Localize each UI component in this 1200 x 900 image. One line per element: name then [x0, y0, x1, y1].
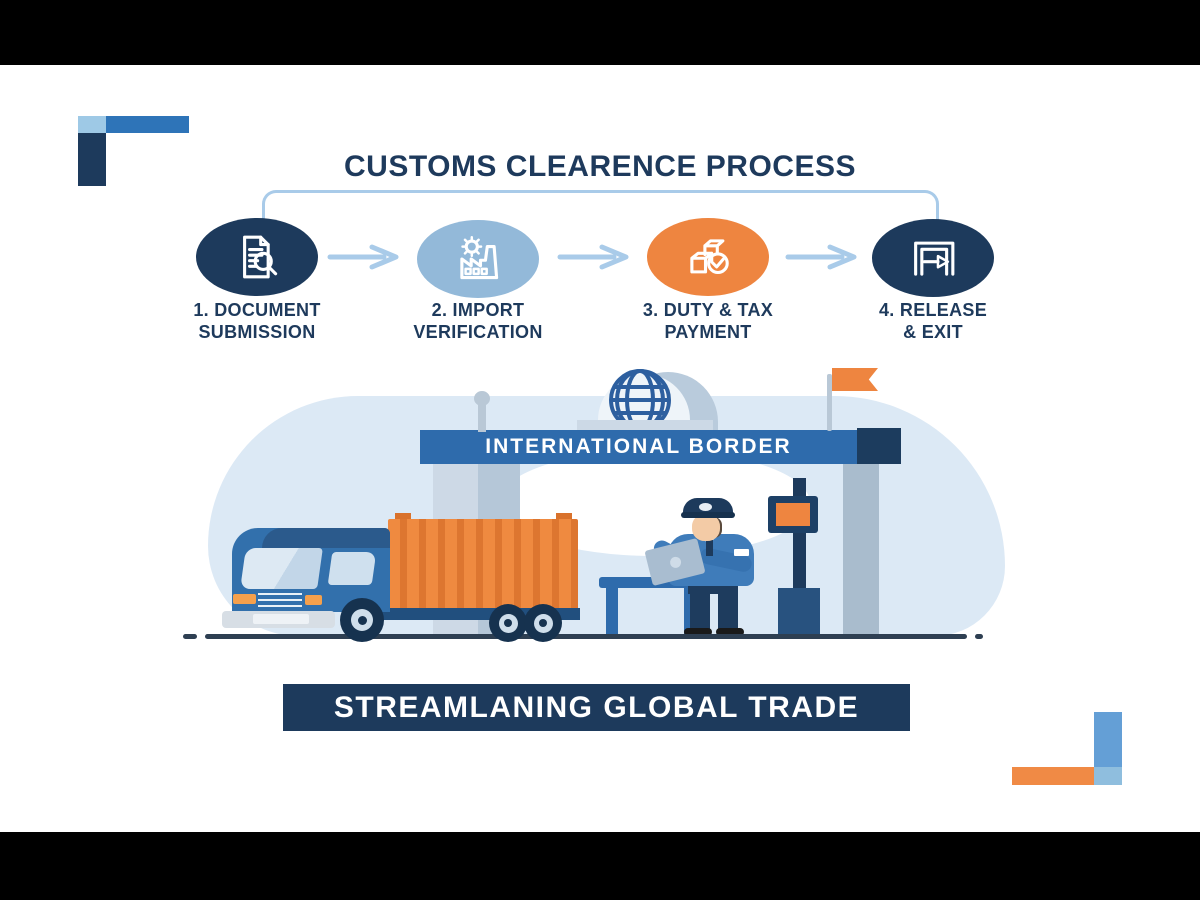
- step-circle-document-submission: [196, 218, 318, 296]
- step-label-duty-tax-payment: 3. DUTY & TAX PAYMENT: [608, 300, 808, 343]
- truck-cab-roof: [262, 528, 390, 548]
- step4-label-line1: 4. RELEASE: [878, 300, 988, 320]
- container-corner-left: [395, 513, 411, 520]
- truck-license-plate: [253, 614, 309, 624]
- footer-banner: STREAMLANING GLOBAL TRADE: [283, 684, 910, 731]
- letterbox-bottom: [0, 832, 1200, 900]
- step3-label-line2: PAYMENT: [664, 321, 752, 342]
- border-banner: INTERNATIONAL BORDER: [420, 430, 857, 464]
- truck-wheel-front: [340, 598, 384, 642]
- ground-line: [205, 634, 967, 639]
- page-title: CUSTOMS CLEARENCE PROCESS: [343, 150, 856, 183]
- arrow-step2-step3-icon: [557, 244, 629, 270]
- step1-label-line2: SUBMISSION: [198, 321, 316, 342]
- corner-decor-bottomright-orange: [1012, 767, 1095, 785]
- step2-label-line2: VERIFICATION: [413, 321, 543, 342]
- step-label-document-submission: 1. DOCUMENT SUBMISSION: [157, 300, 357, 343]
- gate-finial-pole: [478, 404, 486, 432]
- corner-decor-topleft-bar: [106, 116, 189, 133]
- parcels-check-icon: [690, 239, 729, 275]
- officer-cap-badge: [699, 503, 712, 511]
- process-bracket-connector: [262, 190, 939, 220]
- arrow-step1-step2-icon: [327, 244, 399, 270]
- truck-grille: [258, 593, 302, 607]
- step-circle-duty-tax-payment: [647, 218, 769, 296]
- truck-wheel-rear2: [524, 604, 562, 642]
- ground-dash-left: [183, 634, 197, 639]
- cargo-container: [388, 519, 578, 611]
- laptop-logo: [668, 555, 682, 569]
- officer-shoe-right: [716, 628, 744, 636]
- flag-pole: [827, 374, 832, 431]
- exit-gate-arrow-icon: [914, 241, 955, 276]
- step4-label-line2: & EXIT: [903, 321, 963, 342]
- step-label-import-verification: 2. IMPORT VERIFICATION: [378, 300, 578, 343]
- officer-leg-left: [690, 584, 710, 630]
- step2-label-line1: 2. IMPORT: [431, 300, 525, 320]
- document-search-icon: [243, 235, 278, 279]
- officer-cap-brim: [681, 512, 735, 518]
- officer-chest-badge: [734, 549, 749, 556]
- truck-wheel-rear1: [489, 604, 527, 642]
- corner-decor-bottomright-overlap: [1094, 767, 1122, 785]
- truck-headlight-left: [233, 594, 256, 604]
- corner-decor-topleft-dark: [78, 133, 106, 186]
- signpost-screen: [776, 503, 810, 526]
- letterbox-top: [0, 0, 1200, 65]
- officer-head: [692, 514, 720, 541]
- truck-headlight-right: [305, 595, 322, 605]
- step3-label-line1: 3. DUTY & TAX: [642, 300, 774, 320]
- gate-dome-base: [577, 420, 713, 433]
- signpost-base: [778, 588, 820, 635]
- gate-pillar-right: [843, 463, 879, 634]
- officer-tie: [706, 540, 713, 556]
- step-label-release-exit: 4. RELEASE & EXIT: [833, 300, 1033, 343]
- arrow-step3-step4-icon: [785, 244, 857, 270]
- step-circle-release-exit: [872, 219, 994, 297]
- truck-side-window: [327, 552, 377, 585]
- gate-finial-ball: [474, 391, 490, 406]
- officer-leg-right: [718, 584, 738, 630]
- officer-shoe-left: [684, 628, 712, 636]
- border-banner-end: [857, 428, 901, 464]
- corner-decor-topleft-light: [78, 116, 106, 133]
- orange-flag-icon: [832, 368, 878, 391]
- desk-leg-left: [606, 588, 618, 636]
- ground-dot-right: [975, 634, 983, 639]
- container-corner-right: [556, 513, 572, 520]
- truck-windshield: [240, 548, 323, 589]
- step1-label-line1: 1. DOCUMENT: [193, 300, 321, 320]
- factory-gear-icon: [460, 236, 499, 280]
- step-circle-import-verification: [417, 220, 539, 298]
